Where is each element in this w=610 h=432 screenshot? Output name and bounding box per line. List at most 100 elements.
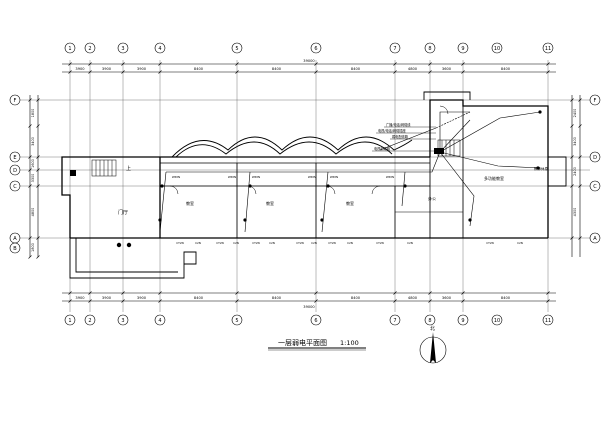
- svg-text:10: 10: [494, 46, 500, 52]
- axis-bubble-right-C: C: [589, 180, 601, 192]
- svg-text:6: 6: [314, 46, 317, 52]
- room-lounge: 教师休息: [534, 166, 548, 171]
- annotation-3: 弱电配线箱: [392, 134, 409, 139]
- room-classroom-2: 教室: [266, 200, 274, 206]
- annotation-2: 电视/电话/网络插座: [378, 128, 406, 133]
- svg-text:1: 1: [68, 318, 71, 324]
- axis-bubble-5-bottom: 5: [231, 314, 243, 326]
- svg-text:7: 7: [393, 318, 396, 324]
- svg-text:8: 8: [428, 46, 431, 52]
- dim-bottom-3: 8400: [194, 296, 204, 300]
- svg-text:E: E: [13, 155, 16, 161]
- dim-top-total: 39000: [303, 59, 315, 63]
- axis-bubble-8-bottom: 8: [424, 314, 436, 326]
- north-label: 北: [430, 325, 435, 332]
- north-arrow: 北: [419, 325, 447, 364]
- dim-left-3: 3300: [31, 174, 35, 183]
- dim-top-4: 8400: [272, 67, 282, 71]
- dim-bottom-7: 3600: [442, 296, 452, 300]
- outlet-tag-3: C2N: [233, 241, 239, 245]
- dim-top-7: 3600: [442, 67, 452, 71]
- axis-bubble-right-D: D: [589, 151, 601, 163]
- svg-text:9: 9: [461, 318, 464, 324]
- axis-bubble-10-top: 10: [491, 42, 503, 54]
- outlet-tag-4: CT2N: [252, 241, 260, 245]
- dim-top-3: 8400: [194, 67, 204, 71]
- outlet-tag-6: CT2N: [296, 241, 304, 245]
- stair-up-label: 上: [126, 165, 131, 172]
- svg-text:3: 3: [121, 318, 124, 324]
- outlet-symbols: [158, 110, 542, 222]
- ceiling-tag-1: WP2N: [228, 175, 236, 179]
- dim-lines-top: [29, 63, 581, 302]
- svg-text:A: A: [593, 236, 597, 242]
- outlet-tag-5: C2N: [269, 241, 275, 245]
- axis-bubble-left-D: D: [9, 164, 21, 176]
- outlet-tag-10: CT2N: [376, 241, 384, 245]
- room-lobby: 门厅: [118, 209, 128, 216]
- ceiling-tag-2: WP2N: [252, 175, 260, 179]
- dim-right-0: 2400: [573, 109, 577, 118]
- axis-bubble-right-F: F: [589, 94, 601, 106]
- svg-text:F: F: [14, 98, 17, 104]
- svg-text:4: 4: [158, 318, 161, 324]
- axis-bubble-left-B: B: [9, 242, 21, 254]
- axis-bubble-11-top: 11: [542, 42, 554, 54]
- tv-headend-box: [70, 170, 76, 176]
- leader-annotations: 广播/电话/网络线 电视/电话/网络插座 弱电配线箱 电视前端箱: [374, 122, 411, 151]
- ceiling-tag-5: WP2N: [386, 175, 394, 179]
- axis-bubble-3-top: 3: [117, 42, 129, 54]
- dim-top-1: 3900: [102, 67, 112, 71]
- dim-bottom-5: 8400: [351, 296, 361, 300]
- weak-distribution-box: [434, 148, 444, 154]
- dimension-texts: 3900 3900 3900 8400 8400 8400 4800 3600 8400 3900…: [31, 59, 577, 309]
- dim-left-5: 1800: [31, 243, 35, 252]
- drawing-scale: 1:100: [340, 339, 359, 347]
- axis-bubble-right-A: A: [589, 232, 601, 244]
- svg-text:1: 1: [68, 46, 71, 52]
- outlet-tag-7: C2N: [311, 241, 317, 245]
- axis-bubble-11-bottom: 11: [542, 314, 554, 326]
- dim-top-2: 3900: [137, 67, 147, 71]
- dim-top-0: 3900: [75, 67, 85, 71]
- axis-bubble-left-E: E: [9, 151, 21, 163]
- axis-bubble-6-top: 6: [310, 42, 322, 54]
- dim-top-5: 8400: [351, 67, 361, 71]
- room-office: 办公: [428, 195, 436, 201]
- axis-bubble-9-bottom: 9: [457, 314, 469, 326]
- room-classroom-1: 教室: [186, 200, 194, 206]
- svg-text:D: D: [13, 168, 17, 174]
- svg-text:9: 9: [461, 46, 464, 52]
- outlet-tag-13: C2N: [517, 241, 523, 245]
- axis-bubble-left-F: F: [9, 94, 21, 106]
- axis-bubble-2-bottom: 2: [84, 314, 96, 326]
- svg-text:6: 6: [314, 318, 317, 324]
- svg-text:10: 10: [494, 318, 500, 324]
- outlet-tag-8: CT2N: [328, 241, 336, 245]
- svg-text:11: 11: [545, 318, 551, 324]
- svg-text:2: 2: [88, 46, 91, 52]
- svg-text:3: 3: [121, 46, 124, 52]
- dim-bottom-6: 4800: [408, 296, 418, 300]
- svg-text:7: 7: [393, 46, 396, 52]
- outlet-tag-1: C2N: [195, 241, 201, 245]
- outlet-tag-2: CT2N: [216, 241, 224, 245]
- axis-bubble-4-top: 4: [154, 42, 166, 54]
- dim-left-4: 4800: [31, 208, 35, 217]
- annotation-1: 广播/电话/网络线: [386, 122, 411, 127]
- svg-text:C: C: [593, 184, 597, 190]
- axis-bubble-5-top: 5: [231, 42, 243, 54]
- outlet-tag-11: C2N: [407, 241, 413, 245]
- axis-bubble-left-C: C: [9, 180, 21, 192]
- axis-bubble-2-top: 2: [84, 42, 96, 54]
- axis-bubble-3-bottom: 3: [117, 314, 129, 326]
- dim-bottom-8: 8400: [501, 296, 511, 300]
- north-canopy: [171, 136, 413, 158]
- title-block: 一层弱电平面图 1:100: [268, 338, 366, 351]
- annotation-4: 电视前端箱: [374, 146, 391, 151]
- axis-bubble-1-bottom: 1: [64, 314, 76, 326]
- svg-text:5: 5: [235, 46, 238, 52]
- doors: [169, 105, 449, 195]
